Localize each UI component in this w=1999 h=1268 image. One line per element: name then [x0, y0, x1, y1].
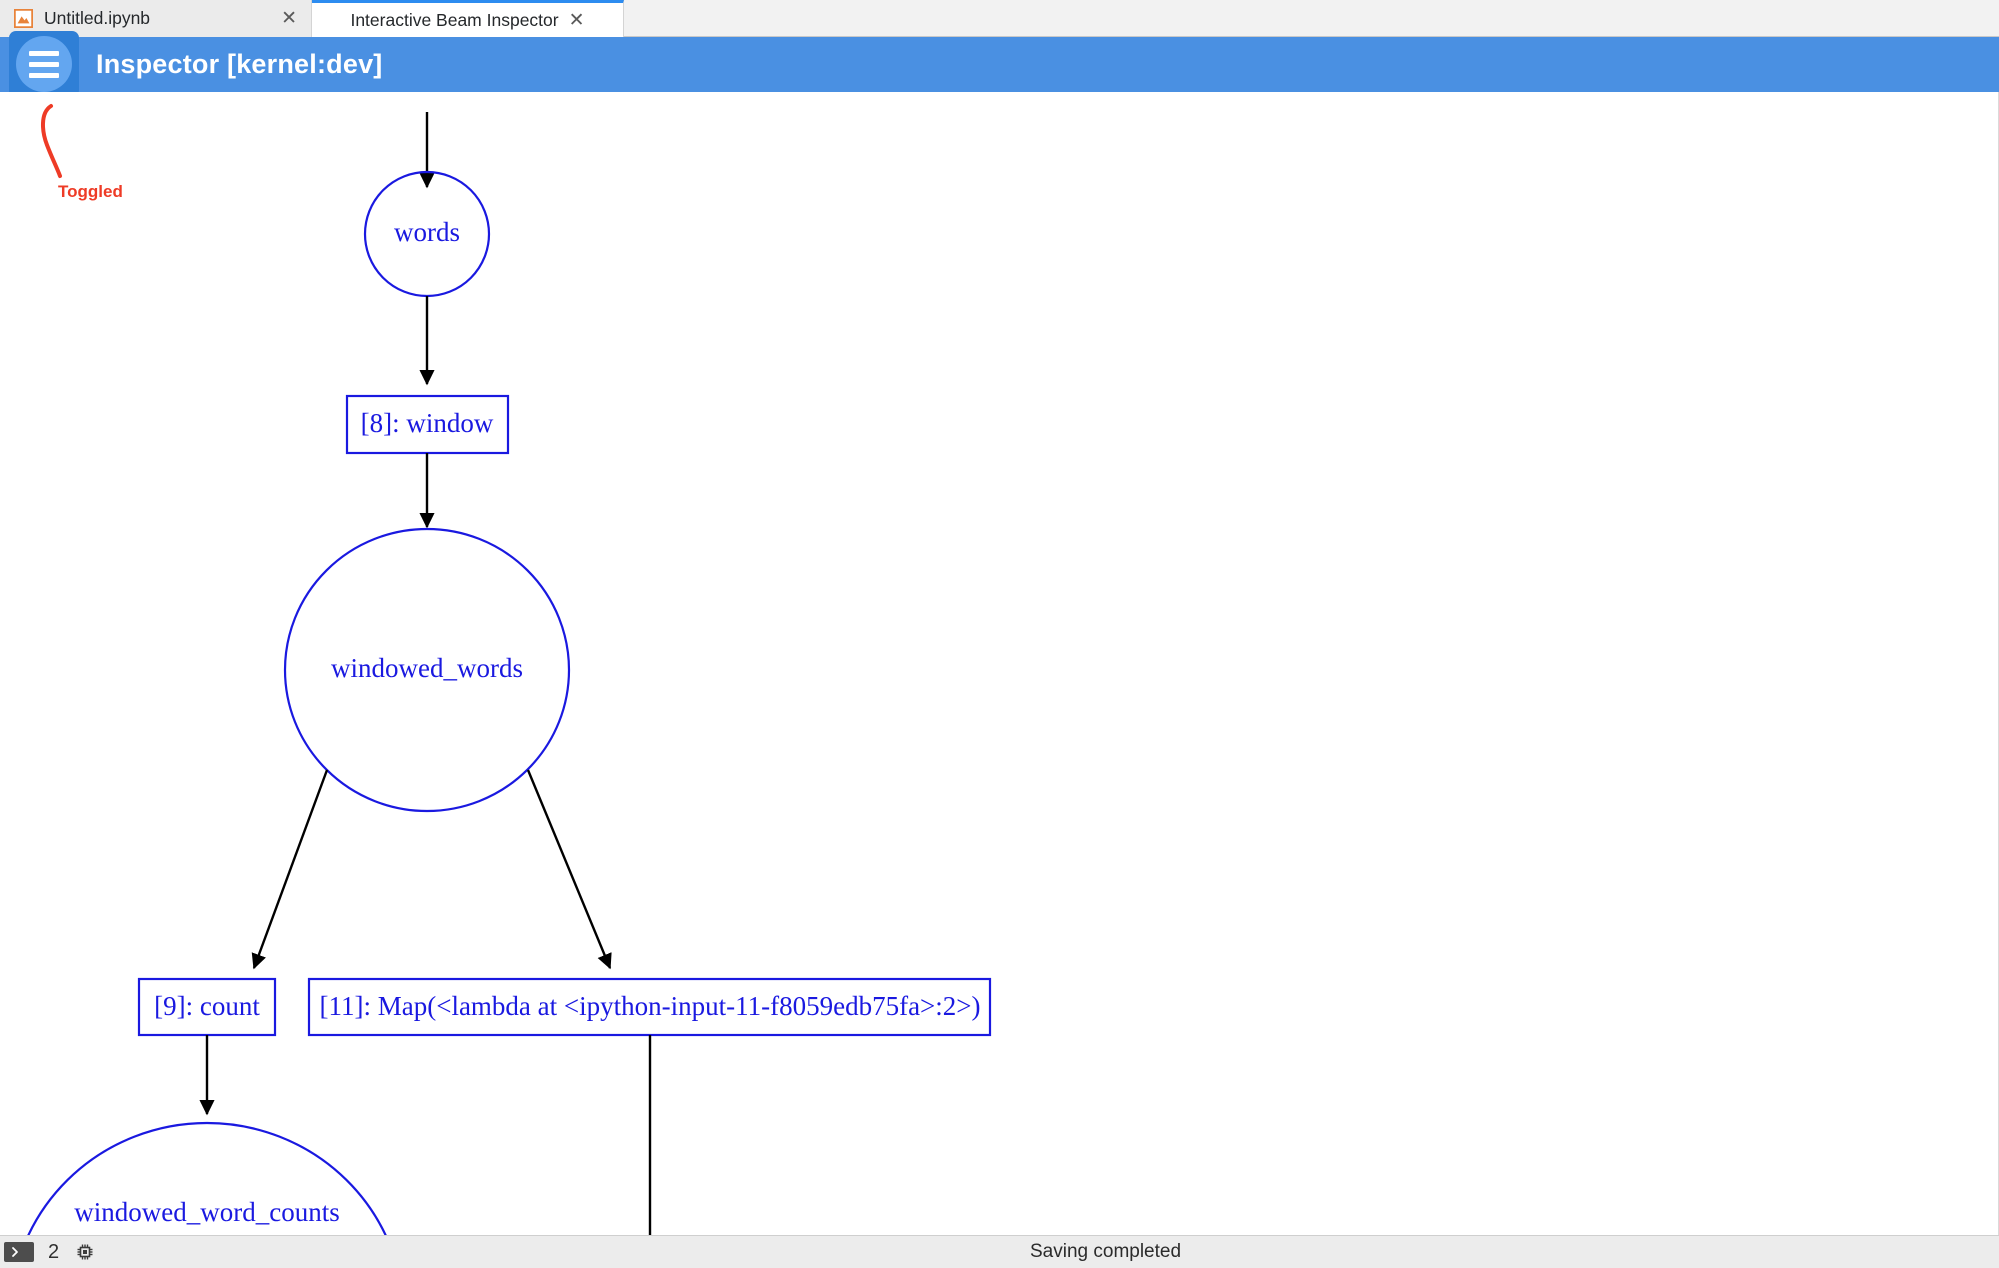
node-label: [8]: window — [361, 408, 494, 438]
inspector-canvas[interactable]: words [8]: window windowed_words — [0, 92, 1999, 1235]
tab-untitled-ipynb[interactable]: Untitled.ipynb ✕ — [0, 0, 312, 37]
close-icon[interactable]: ✕ — [568, 9, 585, 31]
graph-node-windowed-word-counts[interactable]: windowed_word_counts — [10, 1121, 404, 1235]
graph-node-windowed-words[interactable]: windowed_words — [283, 527, 571, 813]
graph-node-words[interactable]: words — [363, 170, 491, 298]
inspector-header: Inspector [kernel:dev] — [0, 31, 1999, 97]
node-label: words — [394, 217, 460, 247]
hamburger-bar — [29, 61, 59, 67]
terminal-count: 2 — [48, 1240, 60, 1263]
node-label: [9]: count — [154, 991, 260, 1021]
node-label: windowed_word_counts — [74, 1197, 339, 1227]
hamburger-menu-icon — [16, 36, 72, 92]
status-message: Saving completed — [1030, 1241, 1182, 1262]
graph-node-window[interactable]: [8]: window — [345, 394, 510, 455]
annotation-label: Toggled — [58, 182, 123, 201]
notebook-icon — [13, 8, 34, 29]
page-title: Inspector [kernel:dev] — [96, 49, 383, 79]
edge-windowed-words-to-count — [251, 769, 329, 970]
hamburger-bar — [29, 50, 59, 56]
terminal-icon[interactable] — [4, 1242, 34, 1262]
hamburger-bar — [29, 72, 59, 78]
node-label: [11]: Map(<lambda at <ipython-input-11-f… — [320, 991, 981, 1021]
status-bar: 2 Sav — [0, 1235, 1999, 1268]
node-label: windowed_words — [331, 653, 523, 683]
tab-interactive-beam-inspector[interactable]: Interactive Beam Inspector ✕ — [312, 0, 624, 37]
kernel-cpu-icon[interactable] — [75, 1242, 95, 1262]
edge-windowed-words-to-map — [526, 769, 612, 970]
pipeline-graph: words [8]: window windowed_words — [10, 112, 992, 1235]
graph-node-count[interactable]: [9]: count — [137, 977, 277, 1037]
close-icon[interactable]: ✕ — [281, 8, 297, 29]
graph-node-map[interactable]: [11]: Map(<lambda at <ipython-input-11-f… — [307, 977, 992, 1037]
hamburger-menu-button[interactable] — [9, 31, 79, 97]
tab-label: Interactive Beam Inspector — [350, 9, 559, 30]
tab-label: Untitled.ipynb — [44, 8, 151, 28]
tab-bar: Untitled.ipynb ✕ Interactive Beam Inspec… — [0, 0, 1999, 37]
status-bar-left: 2 — [0, 1241, 95, 1264]
